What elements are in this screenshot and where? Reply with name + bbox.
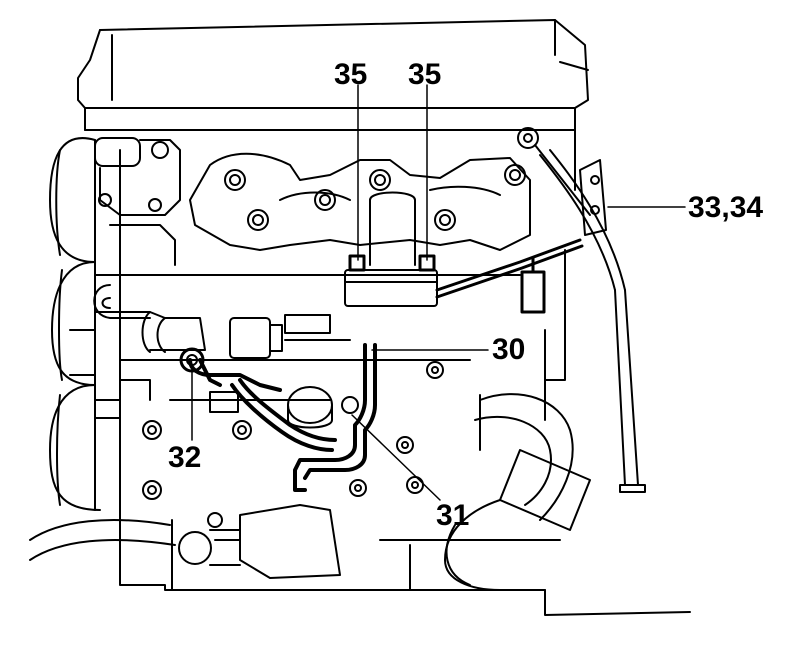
vacuum-lines [188,343,377,492]
callout-35-right: 35 [408,58,442,91]
block-bolts [94,361,444,500]
wiring-harness [435,238,584,314]
valve-cover [77,19,589,161]
front-pulleys [49,137,101,511]
leader-31 [351,414,441,501]
intake-hose [444,393,591,591]
callout-32: 32 [168,441,202,474]
engine-block-outline [84,129,691,616]
callout-35-left: 35 [334,58,368,91]
coolant-hose [69,284,206,376]
callout-30: 30 [492,333,526,366]
leader-lines [191,84,686,501]
water-pump-housing [94,137,181,266]
vacuum-fitting [179,347,205,373]
callout-31: 31 [436,499,470,532]
egr-pipe [344,191,438,307]
ground-cable [29,519,176,561]
callout-33-34: 33,34 [688,191,764,224]
dipstick-tube [517,127,646,493]
fuel-pump [229,314,359,429]
exhaust-manifold [189,152,531,251]
starter-motor [178,504,341,579]
